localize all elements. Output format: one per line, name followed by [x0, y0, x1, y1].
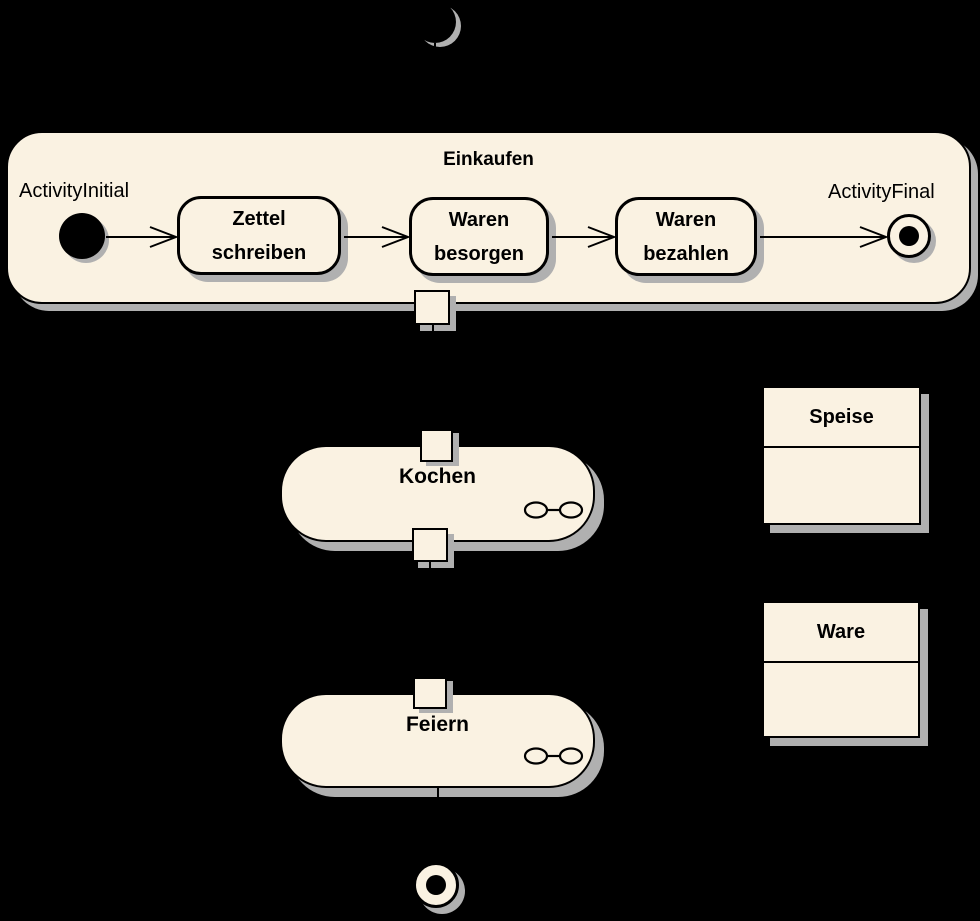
final-node[interactable] — [413, 862, 459, 908]
activity-feiern[interactable]: Feiern — [280, 693, 595, 788]
output-pin-einkaufen[interactable] — [414, 290, 450, 325]
action-label-line: schreiben — [211, 241, 307, 264]
activity-final-node[interactable] — [887, 214, 931, 258]
action-label-line: besorgen — [433, 242, 525, 265]
action-zettel-schreiben[interactable]: Zettel schreiben — [177, 196, 341, 275]
input-pin-kochen[interactable] — [420, 429, 453, 462]
class-name: Speise — [764, 388, 919, 448]
class-attributes-compartment — [764, 663, 918, 736]
class-speise[interactable]: Speise — [762, 386, 921, 525]
activity-label: Kochen — [398, 465, 476, 488]
activity-initial-node[interactable] — [59, 213, 105, 259]
output-pin-kochen[interactable] — [412, 528, 448, 562]
action-label-line: Zettel — [232, 207, 286, 230]
class-attributes-compartment — [764, 448, 919, 523]
class-name: Ware — [764, 603, 918, 663]
input-pin-feiern[interactable] — [413, 677, 447, 709]
class-ware[interactable]: Ware — [762, 601, 920, 738]
activity-final-label: ActivityFinal — [828, 181, 935, 203]
activity-label: Feiern — [405, 713, 470, 736]
action-label-line: bezahlen — [643, 242, 729, 265]
activity-initial-label: ActivityInitial — [19, 180, 130, 202]
activity-title: Einkaufen — [443, 149, 534, 170]
action-waren-besorgen[interactable]: Waren besorgen — [409, 197, 549, 276]
final-node-dot — [426, 875, 446, 895]
action-label-line: Waren — [655, 208, 717, 231]
action-label-line: Waren — [448, 208, 510, 231]
action-waren-bezahlen[interactable]: Waren bezahlen — [615, 197, 757, 276]
activity-einkaufen[interactable]: Einkaufen ActivityInitial Zettel schreib… — [6, 131, 971, 304]
initial-node[interactable] — [414, 1, 456, 43]
final-node-dot — [899, 226, 919, 246]
